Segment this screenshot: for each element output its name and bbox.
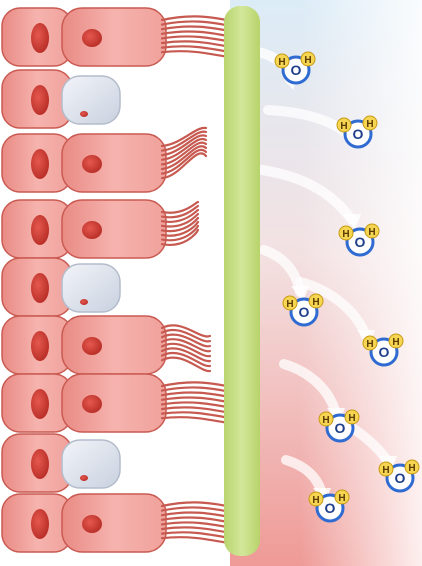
ciliated-cell-body — [62, 316, 166, 374]
cilia-tuft — [162, 325, 210, 371]
ciliated-cell — [62, 494, 166, 552]
oxygen-label: O — [291, 62, 302, 78]
oxygen-label: O — [379, 344, 390, 360]
hydrogen-label: H — [408, 463, 415, 474]
basal-nucleus — [31, 331, 49, 361]
goblet-cell — [62, 264, 170, 314]
hydrogen-label: H — [348, 413, 355, 424]
cilia-tuft — [162, 202, 198, 245]
ciliated-cell — [62, 316, 166, 374]
ciliated-cell-body — [62, 494, 166, 552]
basal-nucleus — [31, 509, 49, 539]
ciliated-cell — [62, 200, 166, 258]
hydrogen-label: H — [312, 297, 319, 308]
ciliated-cell — [62, 134, 166, 192]
ciliated-cell-body — [62, 134, 166, 192]
cilia-tuft — [162, 128, 206, 178]
hydrogen-label: H — [312, 495, 319, 506]
ciliated-cell-body — [62, 8, 166, 66]
basal-nucleus — [31, 149, 49, 179]
ciliated-cell — [62, 8, 166, 66]
cell-nucleus — [82, 395, 102, 413]
goblet-nucleus — [80, 475, 88, 481]
goblet-nucleus — [80, 111, 88, 117]
hydrogen-label: H — [286, 299, 293, 310]
cell-nucleus — [82, 221, 102, 239]
oxygen-label: O — [335, 420, 346, 436]
cilium — [162, 132, 206, 151]
cell-nucleus — [82, 337, 102, 355]
goblet-nucleus — [80, 299, 88, 305]
oxygen-label: O — [395, 470, 406, 486]
cell-nucleus — [82, 29, 102, 47]
hydrogen-label: H — [304, 55, 311, 66]
goblet-cell — [62, 76, 170, 126]
basal-nucleus — [31, 389, 49, 419]
hydrogen-label: H — [382, 465, 389, 476]
ciliated-cell-body — [62, 374, 166, 432]
hydrogen-label: H — [392, 337, 399, 348]
basal-nucleus — [31, 273, 49, 303]
oxygen-label: O — [355, 234, 366, 250]
hydrogen-label: H — [322, 415, 329, 426]
oxygen-label: O — [299, 304, 310, 320]
oxygen-label: O — [325, 500, 336, 516]
cell-nucleus — [82, 515, 102, 533]
hydrogen-label: H — [338, 493, 345, 504]
basal-nucleus — [31, 215, 49, 245]
ciliated-cell-body — [62, 200, 166, 258]
basal-nucleus — [31, 85, 49, 115]
oxygen-label: O — [353, 126, 364, 142]
goblet-cell — [62, 440, 170, 490]
ciliated-cell-column — [62, 8, 170, 552]
hydrogen-label: H — [340, 121, 347, 132]
basal-nucleus — [31, 449, 49, 479]
cell-nucleus — [82, 155, 102, 173]
mucus-layer — [224, 6, 260, 556]
ciliated-cell — [62, 374, 166, 432]
hydrogen-label: H — [366, 339, 373, 350]
hydrogen-label: H — [278, 57, 285, 68]
hydrogen-label: H — [368, 227, 375, 238]
hydrogen-label: H — [366, 119, 373, 130]
hydrogen-label: H — [342, 229, 349, 240]
basal-nucleus — [31, 23, 49, 53]
